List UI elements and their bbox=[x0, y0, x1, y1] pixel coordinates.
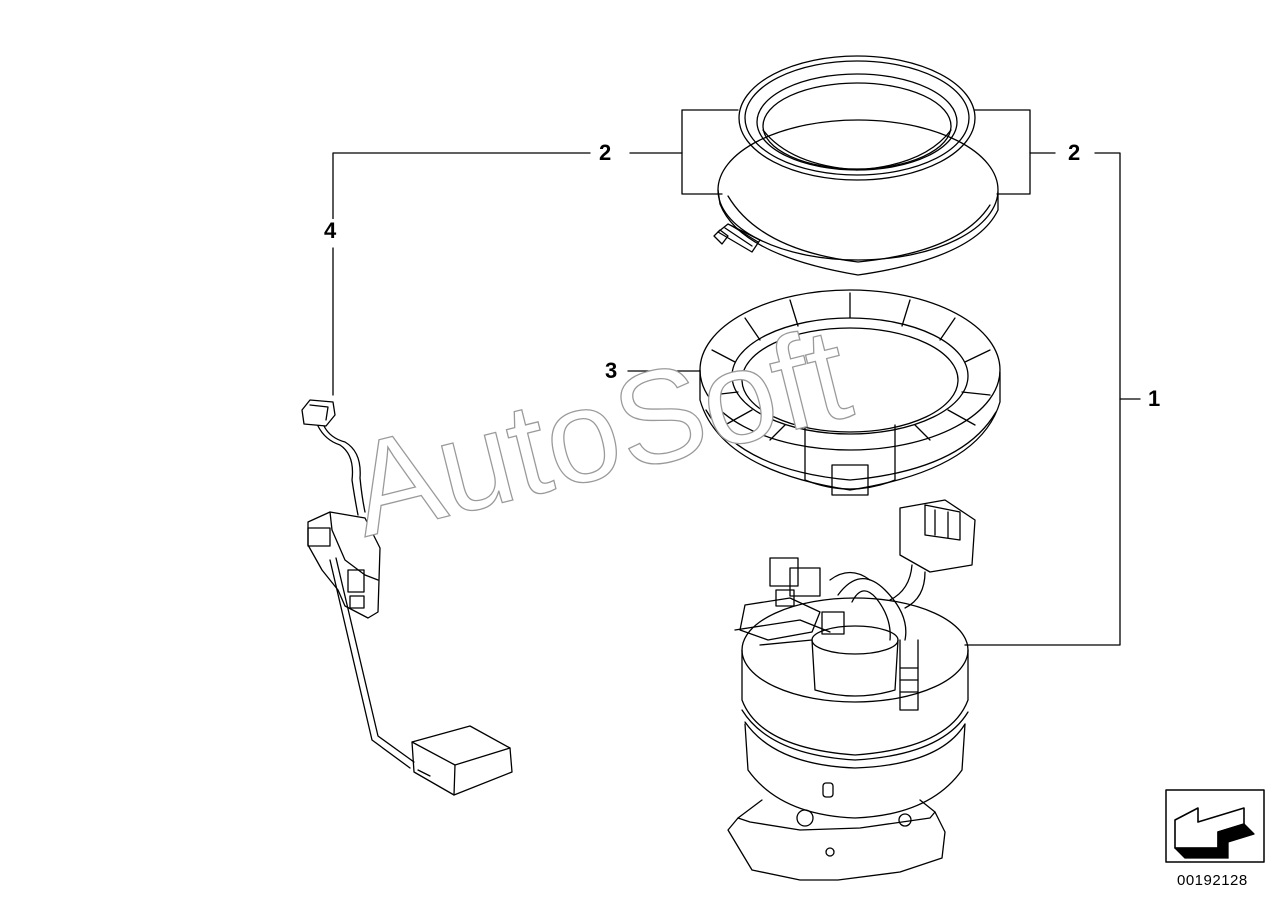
callout-2-right: 2 bbox=[1066, 140, 1083, 165]
fuel-pump-unit bbox=[727, 499, 976, 881]
clamp-ring bbox=[713, 119, 999, 276]
arrow-down-left-icon bbox=[1165, 789, 1265, 863]
callout-4: 4 bbox=[322, 218, 339, 243]
document-number: 00192128 bbox=[1177, 872, 1248, 889]
callout-1: 1 bbox=[1146, 386, 1163, 411]
level-sensor bbox=[301, 399, 513, 796]
callout-2-left: 2 bbox=[597, 140, 614, 165]
callout-3: 3 bbox=[603, 358, 620, 383]
lock-ring bbox=[699, 289, 1001, 496]
sealing-ring bbox=[738, 55, 976, 181]
leader-lines bbox=[332, 109, 1141, 646]
